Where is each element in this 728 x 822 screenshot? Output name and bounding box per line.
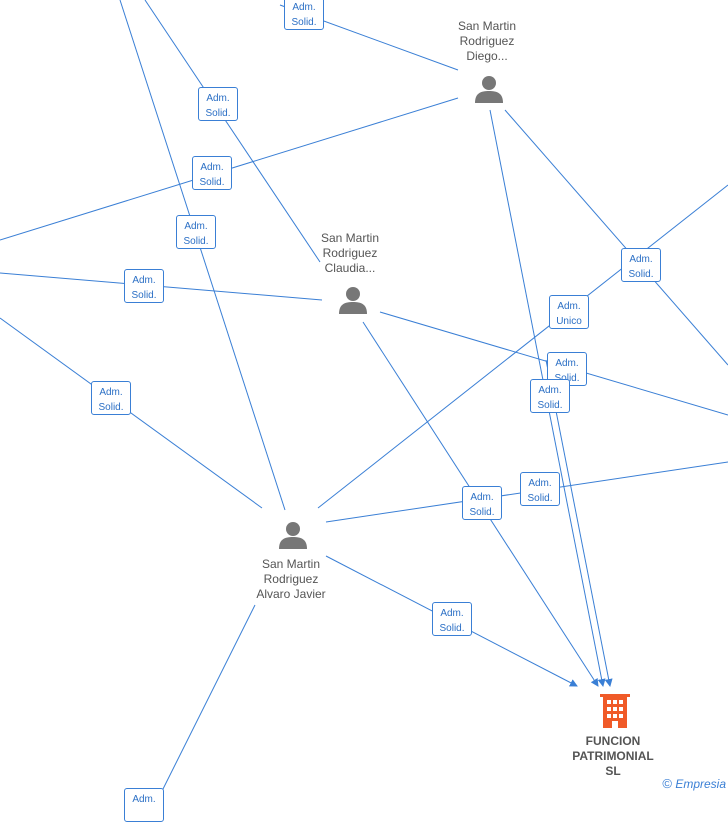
edge-label-line1: Adm. (555, 358, 579, 369)
copyright-icon: © (662, 776, 672, 791)
person-name-line: Claudia... (324, 261, 376, 275)
edge-label-line1: Adm. (200, 162, 224, 173)
edge-line (504, 109, 728, 366)
brand-watermark: © Empresia (662, 776, 726, 791)
edge-label-line1: Adm. (292, 2, 316, 13)
edge-label-line1: Adm. (538, 385, 562, 396)
edge-line (159, 604, 256, 795)
edge-line (144, 0, 321, 263)
company-name[interactable]: FUNCION PATRIMONIAL SL (553, 734, 673, 779)
edge-label-line2: Solid. (291, 17, 317, 28)
person-name-diego[interactable]: San Martin Rodriguez Diego... (427, 19, 547, 64)
person-name-line: Rodriguez (322, 246, 378, 260)
edge-label-line1: Adm. (206, 93, 230, 104)
edge-label-line2: Solid. (199, 177, 225, 188)
edge-label: Adm. Solid. (530, 379, 570, 413)
edge-label: Adm. Solid. (176, 215, 216, 249)
edge-label: Adm. Solid. (124, 269, 164, 303)
company-name-line: FUNCION (585, 734, 641, 748)
edge-label-line2: Solid. (98, 402, 124, 413)
edge-label-line1: Adm. (528, 478, 552, 489)
edge-label-line2: Solid. (183, 236, 209, 247)
edge-label-line2: Solid. (527, 493, 553, 504)
brand-name: Empresia (675, 777, 726, 791)
person-name-line: Rodriguez (263, 572, 319, 586)
edge-line (317, 184, 728, 509)
edge-label-line2: Solid. (439, 623, 465, 634)
company-name-line: PATRIMONIAL (572, 749, 654, 763)
person-name-line: San Martin (320, 231, 380, 245)
edge-label-line2: Solid. (548, 371, 586, 386)
person-name-line: Diego... (466, 49, 508, 63)
edge-label: Adm. (124, 788, 164, 822)
person-name-line: Rodriguez (459, 34, 515, 48)
edge-label: Adm. Solid. (621, 248, 661, 282)
person-icon[interactable] (338, 285, 368, 315)
edge-label: Adm. Solid. (520, 472, 560, 506)
edge-line (545, 359, 613, 687)
edge-line (119, 0, 286, 511)
edge-label-line2: Solid. (537, 400, 563, 411)
edge-label: Adm. Unico (549, 295, 589, 329)
person-name-line: San Martin (457, 19, 517, 33)
edge-label: Adm. Solid. (284, 0, 324, 30)
company-name-line: SL (605, 764, 621, 778)
person-name-claudia[interactable]: San Martin Rodriguez Claudia... (290, 231, 410, 276)
person-icon[interactable] (278, 520, 308, 550)
edge-label: Adm. Solid. (91, 381, 131, 415)
edge-label-line2: Solid. (628, 269, 654, 280)
person-icon[interactable] (474, 74, 504, 104)
edge-label-line1: Adm. (470, 492, 494, 503)
edge-label-line2: Solid. (469, 507, 495, 518)
edge-label: Adm. Solid. (432, 602, 472, 636)
edge-label-line1: Adm. (132, 794, 156, 805)
person-name-line: San Martin (261, 557, 321, 571)
edge-label: Adm. Solid. (462, 486, 502, 520)
edge-label-line2: Unico (556, 316, 582, 327)
edge-label-line1: Adm. (557, 301, 581, 312)
person-name-alvaro[interactable]: San Martin Rodriguez Alvaro Javier (231, 557, 351, 602)
edge-label-line1: Adm. (99, 387, 123, 398)
building-icon[interactable] (600, 694, 630, 728)
edge-label-line2: Solid. (205, 108, 231, 119)
edge-label-line1: Adm. (184, 221, 208, 232)
edge-line (0, 317, 263, 509)
person-name-line: Alvaro Javier (256, 587, 326, 601)
edge-label: Adm. Solid. (192, 156, 232, 190)
edge-label-line2: Solid. (131, 290, 157, 301)
edge-label-line1: Adm. (440, 608, 464, 619)
edge-label: Adm. Solid. (198, 87, 238, 121)
edge-label-line1: Adm. (132, 275, 156, 286)
edge-label-line1: Adm. (629, 254, 653, 265)
